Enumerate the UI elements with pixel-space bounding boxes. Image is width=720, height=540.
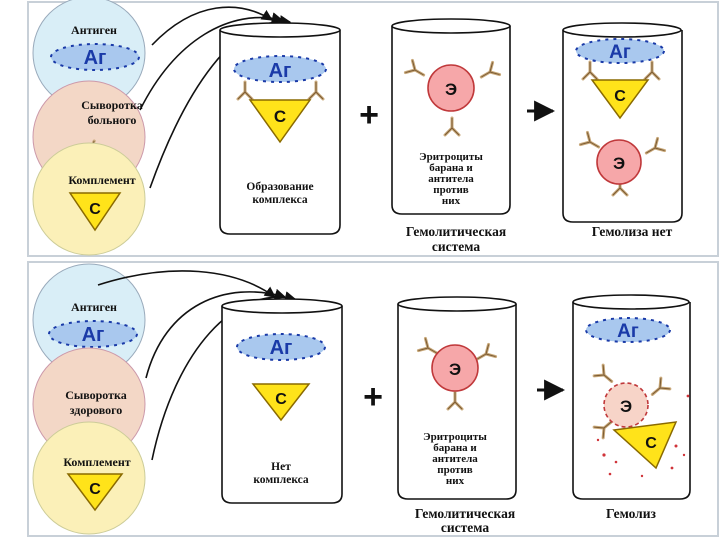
antigen-ellipse: [585, 317, 671, 343]
hemolytic-system-caption-line1: Гемолитическая: [406, 224, 506, 239]
antigen-symbol: Аг: [270, 337, 293, 359]
complement-label: Комплемент: [68, 173, 135, 187]
complement-triangle: [66, 473, 124, 512]
tube-caption-line2: комплекса: [253, 474, 309, 486]
tube-caption-line3: антитела: [428, 173, 474, 185]
complement-symbol: С: [274, 107, 286, 126]
result-caption: Гемолиза нет: [592, 224, 673, 239]
complement-symbol: С: [89, 201, 101, 218]
tube-caption-line5: них: [446, 475, 465, 487]
antigen-circle: Антиген Аг: [32, 263, 146, 377]
tube-caption-line1: Эритроциты: [423, 431, 487, 443]
antigen-circle: Антиген Аг: [32, 0, 146, 110]
antigen-symbol: Аг: [617, 321, 639, 342]
erythrocyte: [431, 344, 479, 392]
erythrocyte-symbol: Э: [620, 397, 632, 416]
erythrocyte: [427, 64, 475, 112]
tube-caption-line5: них: [442, 195, 461, 207]
plus-sign: +: [363, 378, 383, 416]
tube-caption-line2: барана и: [433, 442, 477, 454]
hemolytic-system-caption-line2: система: [432, 239, 480, 254]
complement-symbol: С: [645, 435, 657, 452]
complement-triangle: [251, 383, 311, 422]
serum-label-line2: больного: [88, 113, 137, 127]
complement-symbol: С: [89, 481, 101, 498]
hemolysis-droplets: [596, 394, 690, 478]
erythrocyte: [596, 139, 642, 185]
antigen-symbol: Аг: [82, 324, 105, 346]
complement-triangle: [248, 99, 312, 144]
tube-2: Э Эритроциты барана и антитела против ни…: [391, 18, 511, 215]
complement-symbol: С: [275, 391, 287, 408]
tube-caption-line1: Образование: [246, 181, 313, 193]
plus-sign: +: [359, 96, 379, 134]
tube-3: Аг С Э: [562, 22, 683, 223]
serum-label-line2: здорового: [70, 403, 123, 417]
serum-label-line1: Сыворотка: [65, 388, 127, 402]
tube-1: Аг С Образование комплекса: [219, 22, 341, 235]
antigen-label: Антиген: [71, 23, 117, 37]
lysed-erythrocyte: [603, 382, 649, 428]
antigen-symbol: Аг: [84, 47, 107, 69]
panel-positive: Антиген Аг Сыворотка больного Комплемент…: [27, 0, 719, 257]
tube-caption-line1: Эритроциты: [419, 151, 483, 163]
complement-symbol: С: [614, 88, 626, 105]
panel-negative: Антиген Аг Сыворотка здорового Комплемен…: [27, 261, 719, 537]
antigen-ellipse: [233, 55, 327, 83]
antigen-symbol: Аг: [609, 42, 631, 63]
erythrocyte-symbol: Э: [613, 154, 625, 173]
tube-caption-line4: против: [433, 184, 469, 196]
tube-caption-line4: против: [437, 464, 473, 476]
antigen-ellipse: [48, 320, 138, 348]
antigen-ellipse: [50, 43, 140, 71]
complement-circle: Комплемент С: [32, 142, 146, 256]
tube-2: Э Эритроциты барана и антитела против ни…: [397, 296, 517, 500]
transfer-arrows: [97, 270, 297, 461]
antigen-ellipse: [575, 38, 665, 64]
antigen-label: Антиген: [71, 300, 117, 314]
complement-triangle: [612, 421, 678, 470]
tube-1: Аг С Нет комплекса: [221, 298, 343, 504]
result-caption: Гемолиз: [606, 506, 656, 521]
erythrocyte-symbol: Э: [445, 80, 457, 99]
antigen-ellipse: [236, 333, 326, 361]
hemolytic-system-caption-line1: Гемолитическая: [415, 506, 515, 521]
hemolytic-system-caption-line2: система: [441, 520, 489, 535]
tube-caption-line1: Нет: [271, 461, 291, 473]
tube-caption-line2: барана и: [429, 162, 473, 174]
complement-label: Комплемент: [63, 455, 130, 469]
serum-label-line1: Сыворотка: [81, 98, 143, 112]
tube-3: Аг Э С: [572, 294, 691, 500]
antigen-symbol: Аг: [269, 60, 292, 82]
complement-circle: Комплемент С: [32, 421, 146, 535]
complement-triangle: [68, 192, 122, 232]
tube-caption-line3: антитела: [432, 453, 478, 465]
erythrocyte-symbol: Э: [449, 360, 461, 379]
complement-triangle: [590, 79, 650, 120]
tube-caption-line2: комплекса: [252, 194, 308, 206]
